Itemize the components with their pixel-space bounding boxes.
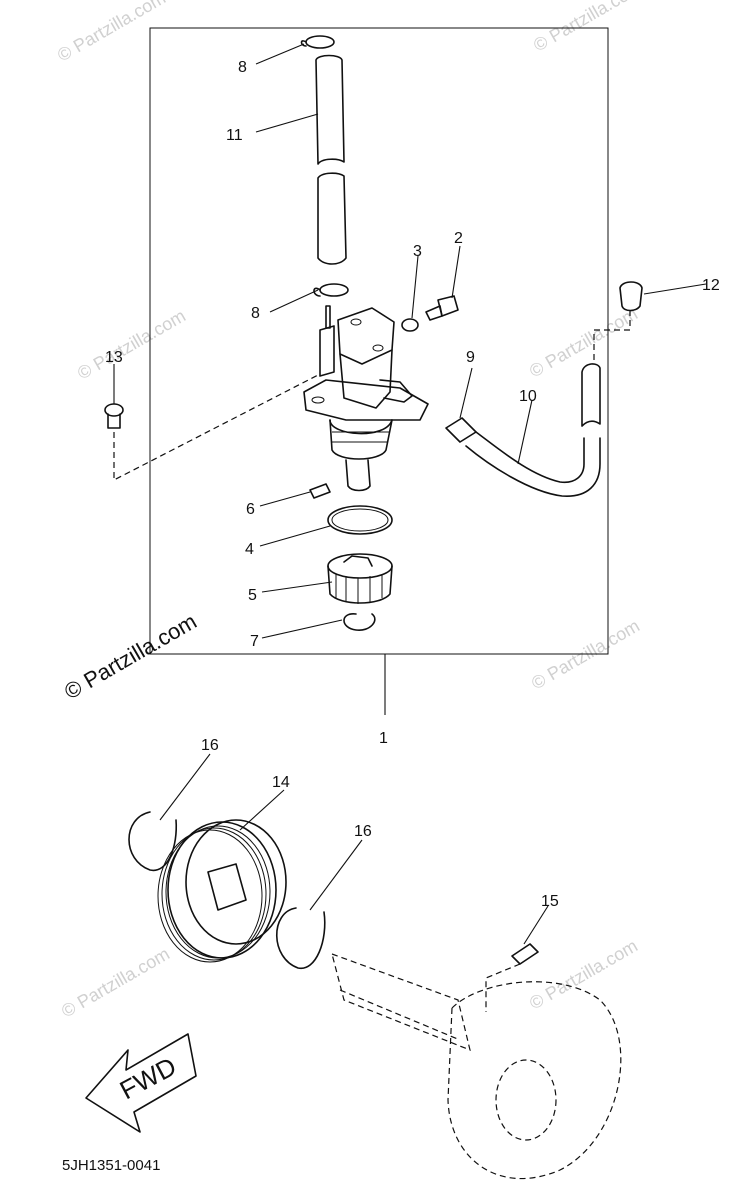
callout-3: 3 [413, 243, 422, 260]
watermark: © Partzilla.com [54, 0, 169, 65]
o-ring-4 [327, 505, 393, 535]
callout-15: 15 [541, 893, 559, 910]
dashed-guide-12 [593, 310, 631, 360]
pin-15 [511, 943, 539, 965]
washer-3 [401, 318, 419, 332]
circlip-16-right [276, 907, 326, 969]
crankshaft [331, 953, 622, 1180]
oil-pump-body [303, 305, 429, 492]
callout-8-lower: 8 [251, 305, 260, 322]
callout-2: 2 [454, 230, 463, 247]
callout-1: 1 [379, 730, 388, 747]
gear-5 [327, 553, 393, 604]
joint-9 [445, 417, 477, 443]
watermarks: © Partzilla.com © Partzilla.com © Partzi… [54, 0, 645, 1021]
clip-8-top [300, 35, 335, 49]
hose-10 [465, 363, 601, 497]
pin-6 [309, 483, 331, 499]
screw-2 [425, 295, 459, 321]
cap-12 [619, 281, 643, 312]
assembly-frame [149, 27, 609, 655]
callouts: 1 2 3 4 5 6 7 8 8 9 10 11 12 13 14 15 16… [105, 59, 720, 910]
leader-lines [113, 43, 707, 945]
callout-13: 13 [105, 349, 123, 366]
hose-11 [315, 54, 347, 265]
callout-11: 11 [226, 127, 243, 144]
callout-10: 10 [519, 388, 537, 405]
callout-8-top: 8 [238, 59, 247, 76]
fwd-label: FWD [115, 1051, 181, 1105]
o-ring-4-inner [331, 508, 389, 532]
callout-7: 7 [250, 633, 259, 650]
callout-4: 4 [245, 541, 254, 558]
callout-9: 9 [466, 349, 475, 366]
diagram-code: 5JH1351-0041 [62, 1157, 160, 1174]
callout-12: 12 [702, 277, 720, 294]
callout-16-right: 16 [354, 823, 372, 840]
callout-5: 5 [248, 587, 257, 604]
pulley-14 [157, 819, 287, 963]
callout-6: 6 [246, 501, 255, 518]
dashed-guide-13 [113, 373, 321, 481]
callout-14: 14 [272, 774, 290, 791]
bolt-13 [104, 403, 124, 429]
callout-16-left: 16 [201, 737, 219, 754]
circlip-16-left [128, 811, 178, 871]
watermark: © Partzilla.com [74, 305, 189, 383]
fwd-arrow-icon: FWD [85, 1033, 197, 1133]
dashed-guide-15 [485, 963, 521, 1012]
watermark: © Partzilla.com [526, 935, 641, 1013]
watermark: © Partzilla.com [58, 943, 173, 1021]
circlip-7 [343, 613, 376, 631]
watermark-primary: © Partzilla.com [60, 609, 201, 705]
clip-8-lower [313, 283, 349, 297]
